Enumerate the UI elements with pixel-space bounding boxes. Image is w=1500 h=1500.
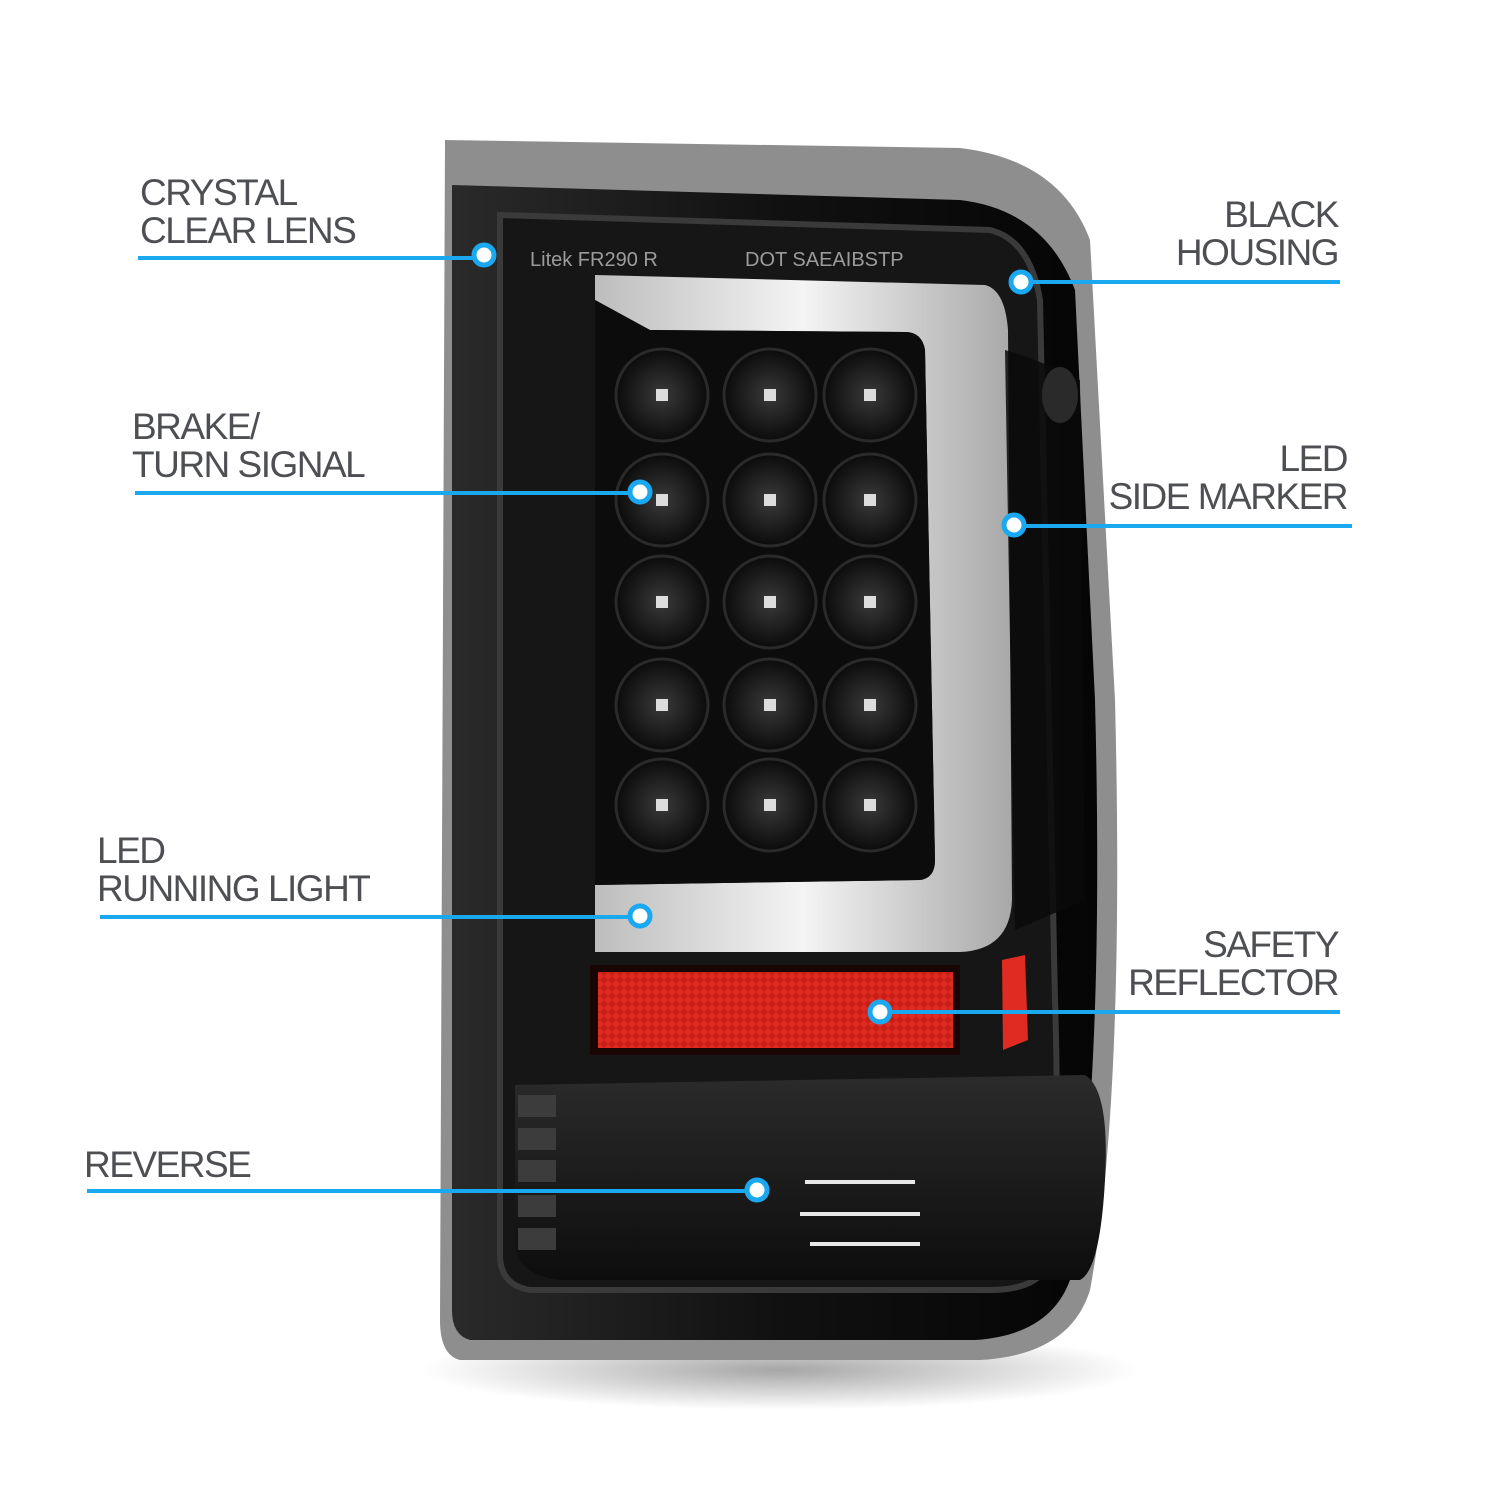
led-chip <box>764 699 776 711</box>
label-line: RUNNING LIGHT <box>97 868 371 909</box>
reverse-lens-ribs <box>518 1095 920 1250</box>
callout-brake-turn-signal <box>135 479 653 505</box>
label-line: CRYSTAL <box>140 172 298 213</box>
label-line: TURN SIGNAL <box>132 444 366 485</box>
led-chip <box>864 494 876 506</box>
side-reflector <box>1002 955 1028 1050</box>
label-line: BRAKE/ <box>132 406 260 447</box>
led-chip <box>764 799 776 811</box>
callout-black-housing <box>1008 269 1340 295</box>
label-led-running-light: LED RUNNING LIGHT <box>97 830 371 909</box>
label-brake-turn-signal: BRAKE/ TURN SIGNAL <box>132 406 366 485</box>
label-line: HOUSING <box>1175 232 1340 273</box>
led-chip <box>864 699 876 711</box>
label-line: SAFETY <box>1203 924 1339 965</box>
led-chip <box>764 494 776 506</box>
label-line: REVERSE <box>84 1144 252 1185</box>
led-chip <box>656 596 668 608</box>
led-chip <box>656 699 668 711</box>
label-safety-reflector: SAFETY REFLECTOR <box>1128 924 1339 1003</box>
led-chip <box>864 596 876 608</box>
reverse-lamp <box>515 1075 1106 1280</box>
label-line: LED <box>1279 438 1349 479</box>
led-side-marker <box>1005 350 1085 930</box>
led-chip <box>864 389 876 401</box>
lens-marking-right: DOT SAEAIBSTP <box>745 249 904 271</box>
label-line: REFLECTOR <box>1128 962 1339 1003</box>
led-chip <box>764 596 776 608</box>
callout-led-running-light <box>100 903 653 929</box>
label-line: CLEAR LENS <box>140 210 357 251</box>
led-running-light-bar <box>595 275 1012 952</box>
callout-safety-reflector <box>867 999 1340 1025</box>
label-led-side-marker: LED SIDE MARKER <box>1108 438 1349 517</box>
label-line: SIDE MARKER <box>1108 476 1349 517</box>
led-chip <box>764 389 776 401</box>
callout-reverse <box>87 1177 770 1203</box>
led-chip <box>656 799 668 811</box>
label-black-housing: BLACK HOUSING <box>1175 194 1340 273</box>
led-chip <box>656 389 668 401</box>
label-reverse: REVERSE <box>84 1144 252 1185</box>
callout-led-side-marker <box>1001 512 1352 538</box>
label-line: LED <box>97 830 166 871</box>
side-marker-bulb <box>1042 367 1078 423</box>
callout-crystal-clear-lens <box>138 242 497 268</box>
led-grid <box>614 347 918 853</box>
lens-marking-left: Litek FR290 R <box>530 249 658 271</box>
led-chip <box>656 494 668 506</box>
label-crystal-clear-lens: CRYSTAL CLEAR LENS <box>140 172 357 251</box>
led-chip <box>864 799 876 811</box>
label-line: BLACK <box>1224 194 1339 235</box>
